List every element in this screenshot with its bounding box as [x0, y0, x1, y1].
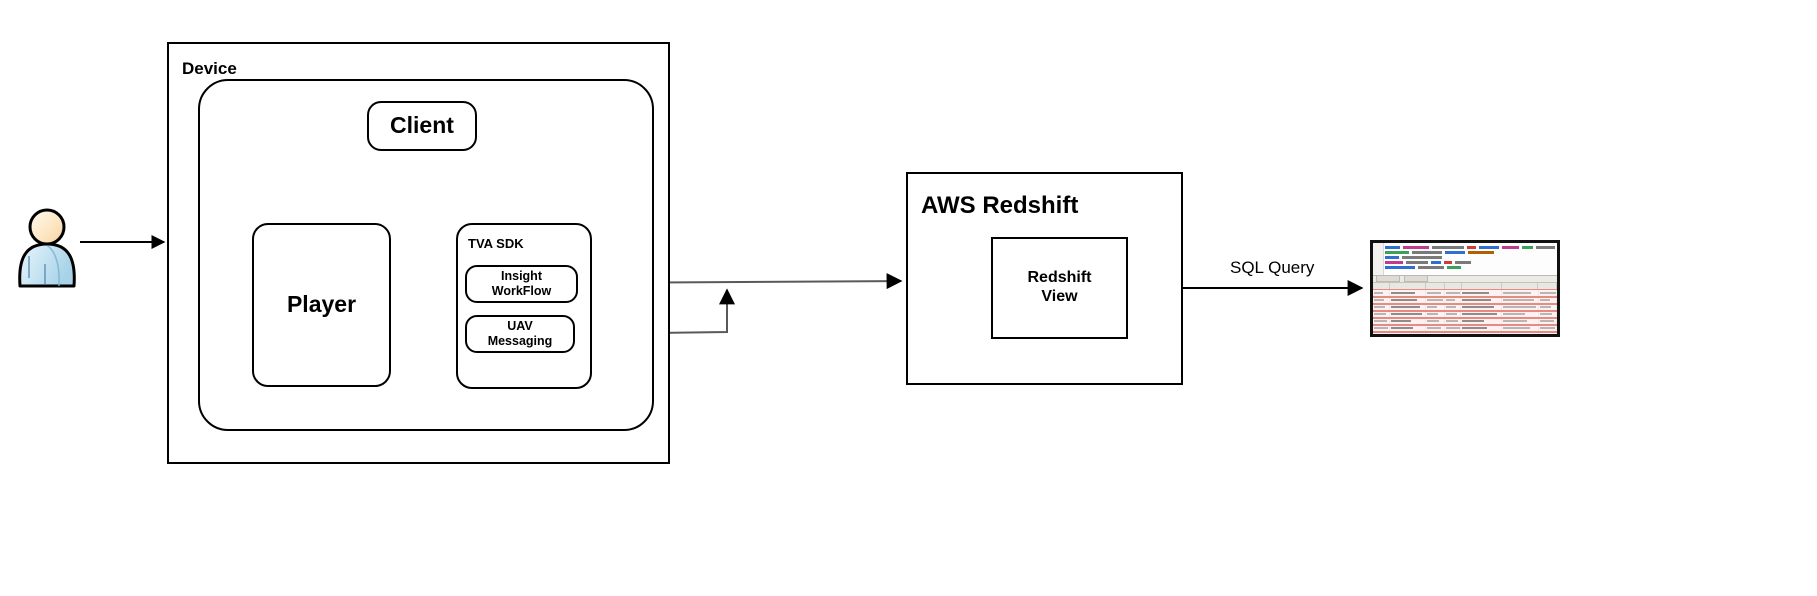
- tva-sdk-label: TVA SDK: [468, 236, 524, 251]
- thumb-grid-cell: [1426, 297, 1445, 304]
- thumb-grid-cell: [1461, 318, 1502, 325]
- insight-workflow-line1: Insight: [501, 269, 542, 284]
- thumb-grid-cell: [1426, 290, 1445, 297]
- thumb-grid-cell: [1426, 311, 1445, 318]
- tva-sdk-box: [456, 223, 592, 389]
- user-actor: [12, 208, 82, 290]
- thumb-line-gutter: [1373, 243, 1384, 275]
- thumb-grid-cell: [1390, 297, 1427, 304]
- thumb-grid-cell: [1461, 290, 1502, 297]
- thumb-grid-cell: [1390, 318, 1427, 325]
- thumb-grid-cell: [1445, 290, 1462, 297]
- uav-messaging-line2: Messaging: [487, 334, 553, 348]
- thumb-grid-row: [1373, 310, 1557, 320]
- sql-query-label: SQL Query: [1230, 258, 1315, 277]
- player-label: Player: [286, 291, 357, 318]
- device-label: Device: [182, 59, 237, 78]
- thumb-grid-cell: [1539, 325, 1557, 332]
- thumb-grid-cell: [1539, 297, 1557, 304]
- redshift-view-label: Redshift View: [991, 237, 1128, 339]
- thumb-grid-cell: [1445, 318, 1462, 325]
- redshift-view-box: [991, 237, 1128, 339]
- thumb-grid-cell: [1502, 318, 1539, 325]
- thumb-grid-cell: [1373, 297, 1390, 304]
- thumb-results-grid: [1373, 283, 1557, 334]
- uav-messaging-label: UAV Messaging: [465, 315, 575, 353]
- thumb-grid-rows: [1373, 289, 1557, 334]
- uav-messaging-line1: UAV: [507, 319, 533, 334]
- client-box: [367, 101, 477, 151]
- thumb-grid-cell: [1502, 304, 1539, 311]
- thumb-code-line: [1385, 251, 1555, 254]
- aws-redshift-label: AWS Redshift: [921, 192, 1079, 219]
- thumb-code-line: [1385, 261, 1555, 264]
- thumb-grid-cell: [1445, 311, 1462, 318]
- thumb-grid-cell: [1373, 311, 1390, 318]
- thumb-grid-cell: [1502, 311, 1539, 318]
- thumb-grid-cell: [1539, 318, 1557, 325]
- thumb-grid-cell: [1373, 332, 1390, 334]
- thumb-grid-cell: [1461, 304, 1502, 311]
- thumb-grid-cell: [1539, 304, 1557, 311]
- thumb-grid-cell: [1445, 297, 1462, 304]
- redshift-view-line1: Redshift: [1027, 269, 1092, 287]
- thumb-grid-row: [1373, 324, 1557, 334]
- thumb-grid-row: [1373, 331, 1557, 334]
- thumb-grid-cell: [1539, 332, 1557, 334]
- thumb-grid-cell: [1445, 304, 1462, 311]
- thumb-grid-cell: [1373, 318, 1390, 325]
- thumb-grid-cell: [1390, 311, 1427, 318]
- thumb-grid-cell: [1539, 311, 1557, 318]
- thumb-grid-cell: [1373, 304, 1390, 311]
- thumb-grid-cell: [1461, 311, 1502, 318]
- thumb-grid-cell: [1502, 332, 1539, 334]
- actor-body-icon: [18, 242, 76, 288]
- thumb-grid-cell: [1426, 318, 1445, 325]
- thumb-grid-cell: [1426, 304, 1445, 311]
- thumb-grid-cell: [1445, 332, 1462, 334]
- thumb-grid-cell: [1461, 332, 1502, 334]
- thumb-grid-cell: [1390, 325, 1427, 332]
- thumb-grid-header: [1373, 283, 1557, 291]
- player-box: [252, 223, 391, 387]
- insight-workflow-label: Insight WorkFlow: [465, 265, 578, 303]
- actor-head-icon: [28, 208, 66, 246]
- thumb-grid-cell: [1461, 325, 1502, 332]
- thumb-grid-cell: [1502, 297, 1539, 304]
- thumb-grid-cell: [1390, 332, 1427, 334]
- uav-messaging-box: [465, 315, 575, 353]
- thumb-grid-row: [1373, 296, 1557, 306]
- sql-console-screenshot: [1370, 240, 1560, 337]
- thumb-sql-editor: [1373, 243, 1557, 276]
- redshift-view-line2: View: [1041, 288, 1078, 305]
- thumb-grid-cell: [1502, 325, 1539, 332]
- thumb-grid-cell: [1426, 332, 1445, 334]
- thumb-toolbar-chip: [1376, 275, 1400, 283]
- thumb-code-line: [1385, 246, 1555, 249]
- thumb-grid-cell: [1390, 304, 1427, 311]
- thumb-grid-cell: [1539, 290, 1557, 297]
- thumb-code-line: [1385, 266, 1555, 269]
- client-label: Client: [390, 112, 454, 139]
- insight-workflow-box: [465, 265, 578, 303]
- thumb-grid-cell: [1390, 290, 1427, 297]
- insight-workflow-line2: WorkFlow: [491, 284, 552, 298]
- thumb-grid-cell: [1502, 290, 1539, 297]
- thumb-code-line: [1385, 256, 1555, 259]
- thumb-grid-cell: [1461, 297, 1502, 304]
- thumb-grid-row: [1373, 289, 1557, 299]
- thumb-toolbar-chip: [1404, 275, 1428, 283]
- thumb-grid-row: [1373, 317, 1557, 327]
- thumb-grid-cell: [1426, 325, 1445, 332]
- thumb-grid-row: [1373, 303, 1557, 313]
- thumb-grid-cell: [1373, 290, 1390, 297]
- thumb-results-toolbar: [1373, 275, 1557, 284]
- thumb-grid-cell: [1445, 325, 1462, 332]
- thumb-grid-cell: [1373, 325, 1390, 332]
